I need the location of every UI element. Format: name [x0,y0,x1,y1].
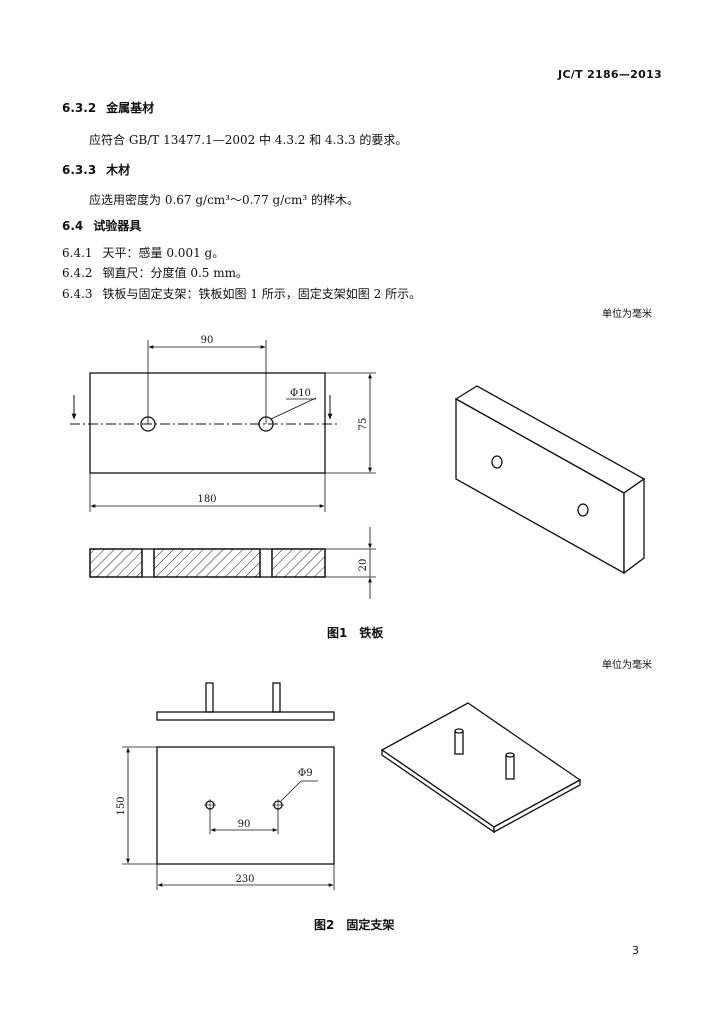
figure-2-caption: 图2 固定支架 [314,918,395,932]
dim-length: 180 [197,494,216,505]
section-number: 6.4.3 [62,287,93,301]
section-6-4-heading: 6.4 试验器具 [62,217,141,234]
dim-width: 150 [116,796,127,815]
dim-pin-hole-diameter: Φ9 [298,768,313,779]
figure2-side-view [156,682,335,721]
section-title: 木材 [106,163,131,177]
dim-pin-spacing: 90 [238,819,251,830]
figure1-section-view [89,527,376,599]
section-6-3-3-heading: 6.3.3 木材 [62,161,130,178]
figure1-isometric-view [454,385,646,575]
section-6-4-2: 6.4.2 钢直尺：分度值 0.5 mm。 [62,264,248,281]
figure1-front-view [70,340,376,512]
dim-height: 75 [358,418,369,431]
section-number: 6.3.3 [62,163,97,177]
bracket-outline [156,746,335,865]
dim-thickness: 20 [358,559,369,572]
plate-outline [89,372,326,474]
section-number: 6.4.1 [62,246,93,260]
section-6-4-1: 6.4.1 天平：感量 0.001 g。 [62,244,224,261]
section-number: 6.3.2 [62,101,97,115]
dim-bracket-length: 230 [235,874,254,885]
section-6-4-3: 6.4.3 铁板与固定支架：铁板如图 1 所示，固定支架如图 2 所示。 [62,285,421,302]
section-number: 6.4.2 [62,266,93,280]
dim-hole-diameter: Φ10 [290,388,311,399]
section-6-3-2-body: 应符合 GB/T 13477.1—2002 中 4.3.2 和 4.3.3 的要… [89,133,408,147]
section-6-3-2-heading: 6.3.2 金属基材 [62,99,154,116]
section-6-3-3-body: 应选用密度为 0.67 g/cm³～0.77 g/cm³ 的桦木。 [89,193,359,207]
figure2-isometric-view [380,702,582,834]
section-text: 铁板与固定支架：铁板如图 1 所示，固定支架如图 2 所示。 [102,287,422,301]
section-text: 天平：感量 0.001 g。 [102,246,225,260]
section-text: 钢直尺：分度值 0.5 mm。 [102,266,249,280]
section-number: 6.4 [62,219,84,233]
section-title: 金属基材 [106,101,155,115]
dim-hole-spacing: 90 [201,335,214,346]
unit-note-figure-2: 单位为毫米 [602,660,652,671]
unit-note-figure-1: 单位为毫米 [602,309,652,320]
figure2-plan-view [122,746,335,890]
figure-1-caption: 图1 铁板 [327,626,384,640]
standard-number: JC/T 2186—2013 [558,68,662,81]
page-number: 3 [632,944,639,957]
section-title: 试验器具 [93,219,142,233]
